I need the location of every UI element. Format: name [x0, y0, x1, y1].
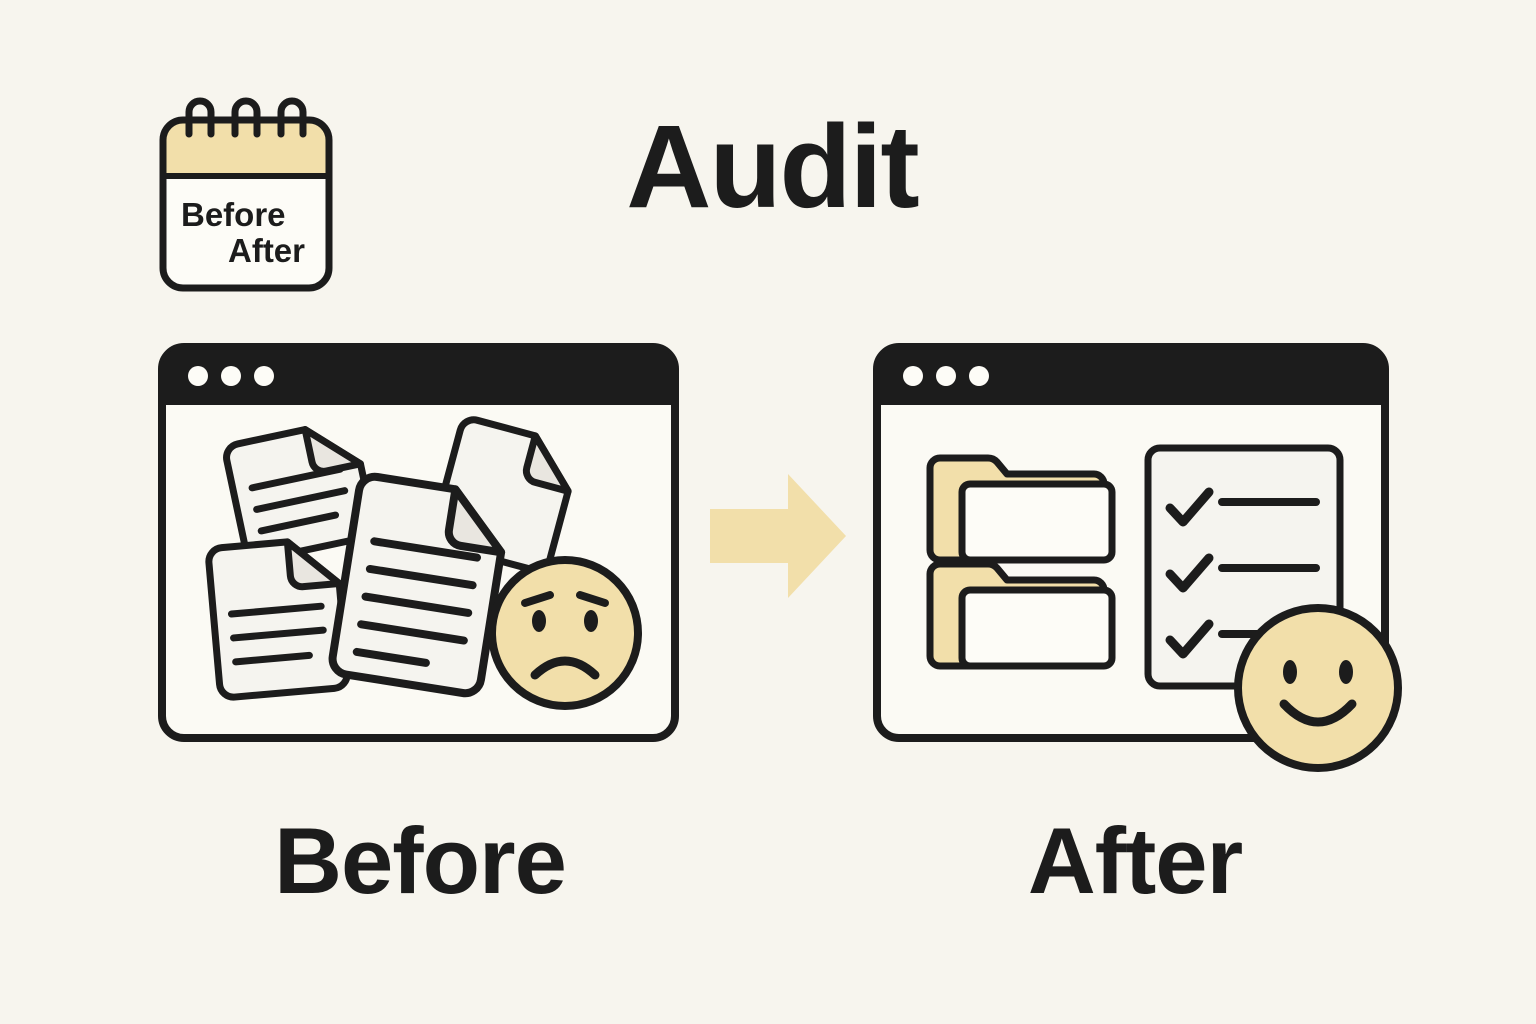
happy-face-eye	[1283, 660, 1297, 684]
arrow-right-icon	[710, 474, 846, 598]
happy-face-icon	[1234, 604, 1402, 772]
window-dot-icon	[254, 366, 274, 386]
document-line	[357, 620, 468, 645]
window-dot-icon	[188, 366, 208, 386]
calendar-icon: Before After	[159, 97, 333, 292]
before-label: Before	[274, 808, 566, 913]
window-titlebar	[877, 347, 1385, 405]
document-line	[248, 465, 344, 492]
calendar-header-band	[163, 122, 329, 176]
calendar-word-before: Before	[181, 196, 286, 233]
scattered-documents-icon	[205, 416, 572, 701]
document-icon	[328, 472, 506, 698]
document-line	[352, 647, 430, 667]
after-window	[873, 343, 1402, 772]
document-icon	[223, 426, 377, 564]
calendar-ring-icon	[231, 97, 261, 138]
sad-face-eyebrow	[521, 591, 554, 607]
sad-face-eye	[584, 610, 598, 632]
document-line	[230, 626, 327, 642]
document-line	[232, 651, 313, 666]
calendar-ring-icon	[185, 97, 215, 138]
sad-face-eye	[532, 610, 546, 632]
window-dot-icon	[936, 366, 956, 386]
folder-stack	[926, 454, 1116, 670]
sad-face-frown	[530, 656, 600, 680]
sad-face-circle	[488, 556, 642, 710]
page-title: Audit	[626, 101, 918, 233]
document-line	[227, 602, 325, 618]
happy-face-eye	[1339, 660, 1353, 684]
document-fold	[283, 538, 343, 591]
folder-icon	[926, 560, 1116, 670]
window-dot-icon	[903, 366, 923, 386]
document-line	[257, 511, 340, 535]
document-line	[253, 487, 349, 513]
folder-front	[958, 480, 1116, 564]
folder-front	[958, 586, 1116, 670]
calendar-border	[159, 116, 333, 292]
window-titlebar	[162, 347, 675, 405]
window-dot-icon	[221, 366, 241, 386]
calendar-ring-icon	[277, 97, 307, 138]
folder-icon	[926, 454, 1116, 564]
sad-face-icon	[488, 556, 642, 710]
sad-face-eyebrow	[576, 591, 609, 607]
happy-face-smile	[1279, 699, 1357, 727]
after-label: After	[1028, 808, 1243, 913]
document-icon	[205, 538, 351, 701]
happy-face-circle	[1234, 604, 1402, 772]
document-fold	[522, 432, 572, 495]
checkmark-icon	[1165, 553, 1214, 593]
window-dot-icon	[969, 366, 989, 386]
before-window	[158, 343, 679, 742]
document-line	[365, 564, 477, 590]
document-line	[370, 537, 481, 562]
calendar-word-after: After	[228, 232, 305, 269]
checkmark-icon	[1165, 619, 1214, 659]
checkmark-icon	[1165, 487, 1214, 527]
document-fold	[444, 485, 506, 557]
document-line	[361, 592, 473, 617]
